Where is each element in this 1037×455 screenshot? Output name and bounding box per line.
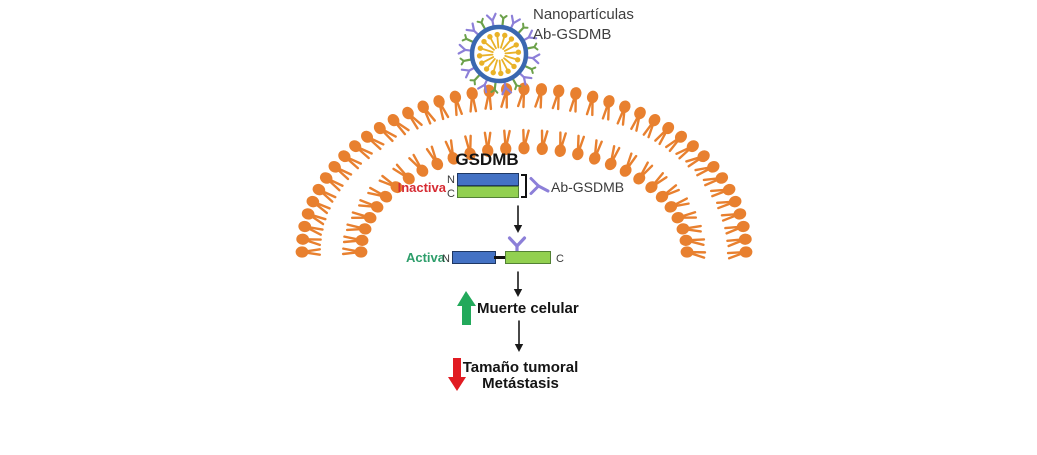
flow-arrow-3 [514,320,524,352]
flow-arrow-1 [513,205,523,233]
cell-death-label: Muerte celular [477,300,579,317]
gsdmb-c-domain-inactive [457,186,519,198]
nanoparticle-label: Nanopartículas Ab-GSDMB [533,5,634,45]
bracket-icon [521,174,527,198]
gsdmb-c-domain-active [505,251,551,264]
nanoparticle-label-line1: Nanopartículas [533,6,634,23]
nanoparticle-label-line2: Ab-GSDMB [533,26,612,43]
n-terminus-label-active: N [442,253,450,265]
increase-arrow-icon [457,291,476,325]
flow-arrow-2 [513,271,523,297]
gsdmb-n-domain-inactive [457,173,519,186]
c-terminus-label-inactive: C [447,188,455,200]
c-terminus-label-active: C [556,253,564,265]
tumor-outcome-label: Tamaño tumoral Metástasis [458,360,583,392]
tumor-size-label: Tamaño tumoral [462,359,579,376]
cell-membrane [295,82,753,260]
nanoparticle-icon [457,12,541,96]
active-state-label: Activa [405,250,445,265]
gsdmb-n-domain-active [452,251,496,264]
inactive-state-label: Inactiva [397,180,446,195]
metastasis-label: Metástasis [482,375,559,392]
antibody-inactive-icon [529,177,550,195]
n-terminus-label-inactive: N [447,174,455,186]
antibody-label: Ab-GSDMB [551,179,625,195]
domain-linker [494,256,507,259]
decrease-arrow-icon [448,358,466,391]
protein-title: GSDMB [455,150,519,169]
